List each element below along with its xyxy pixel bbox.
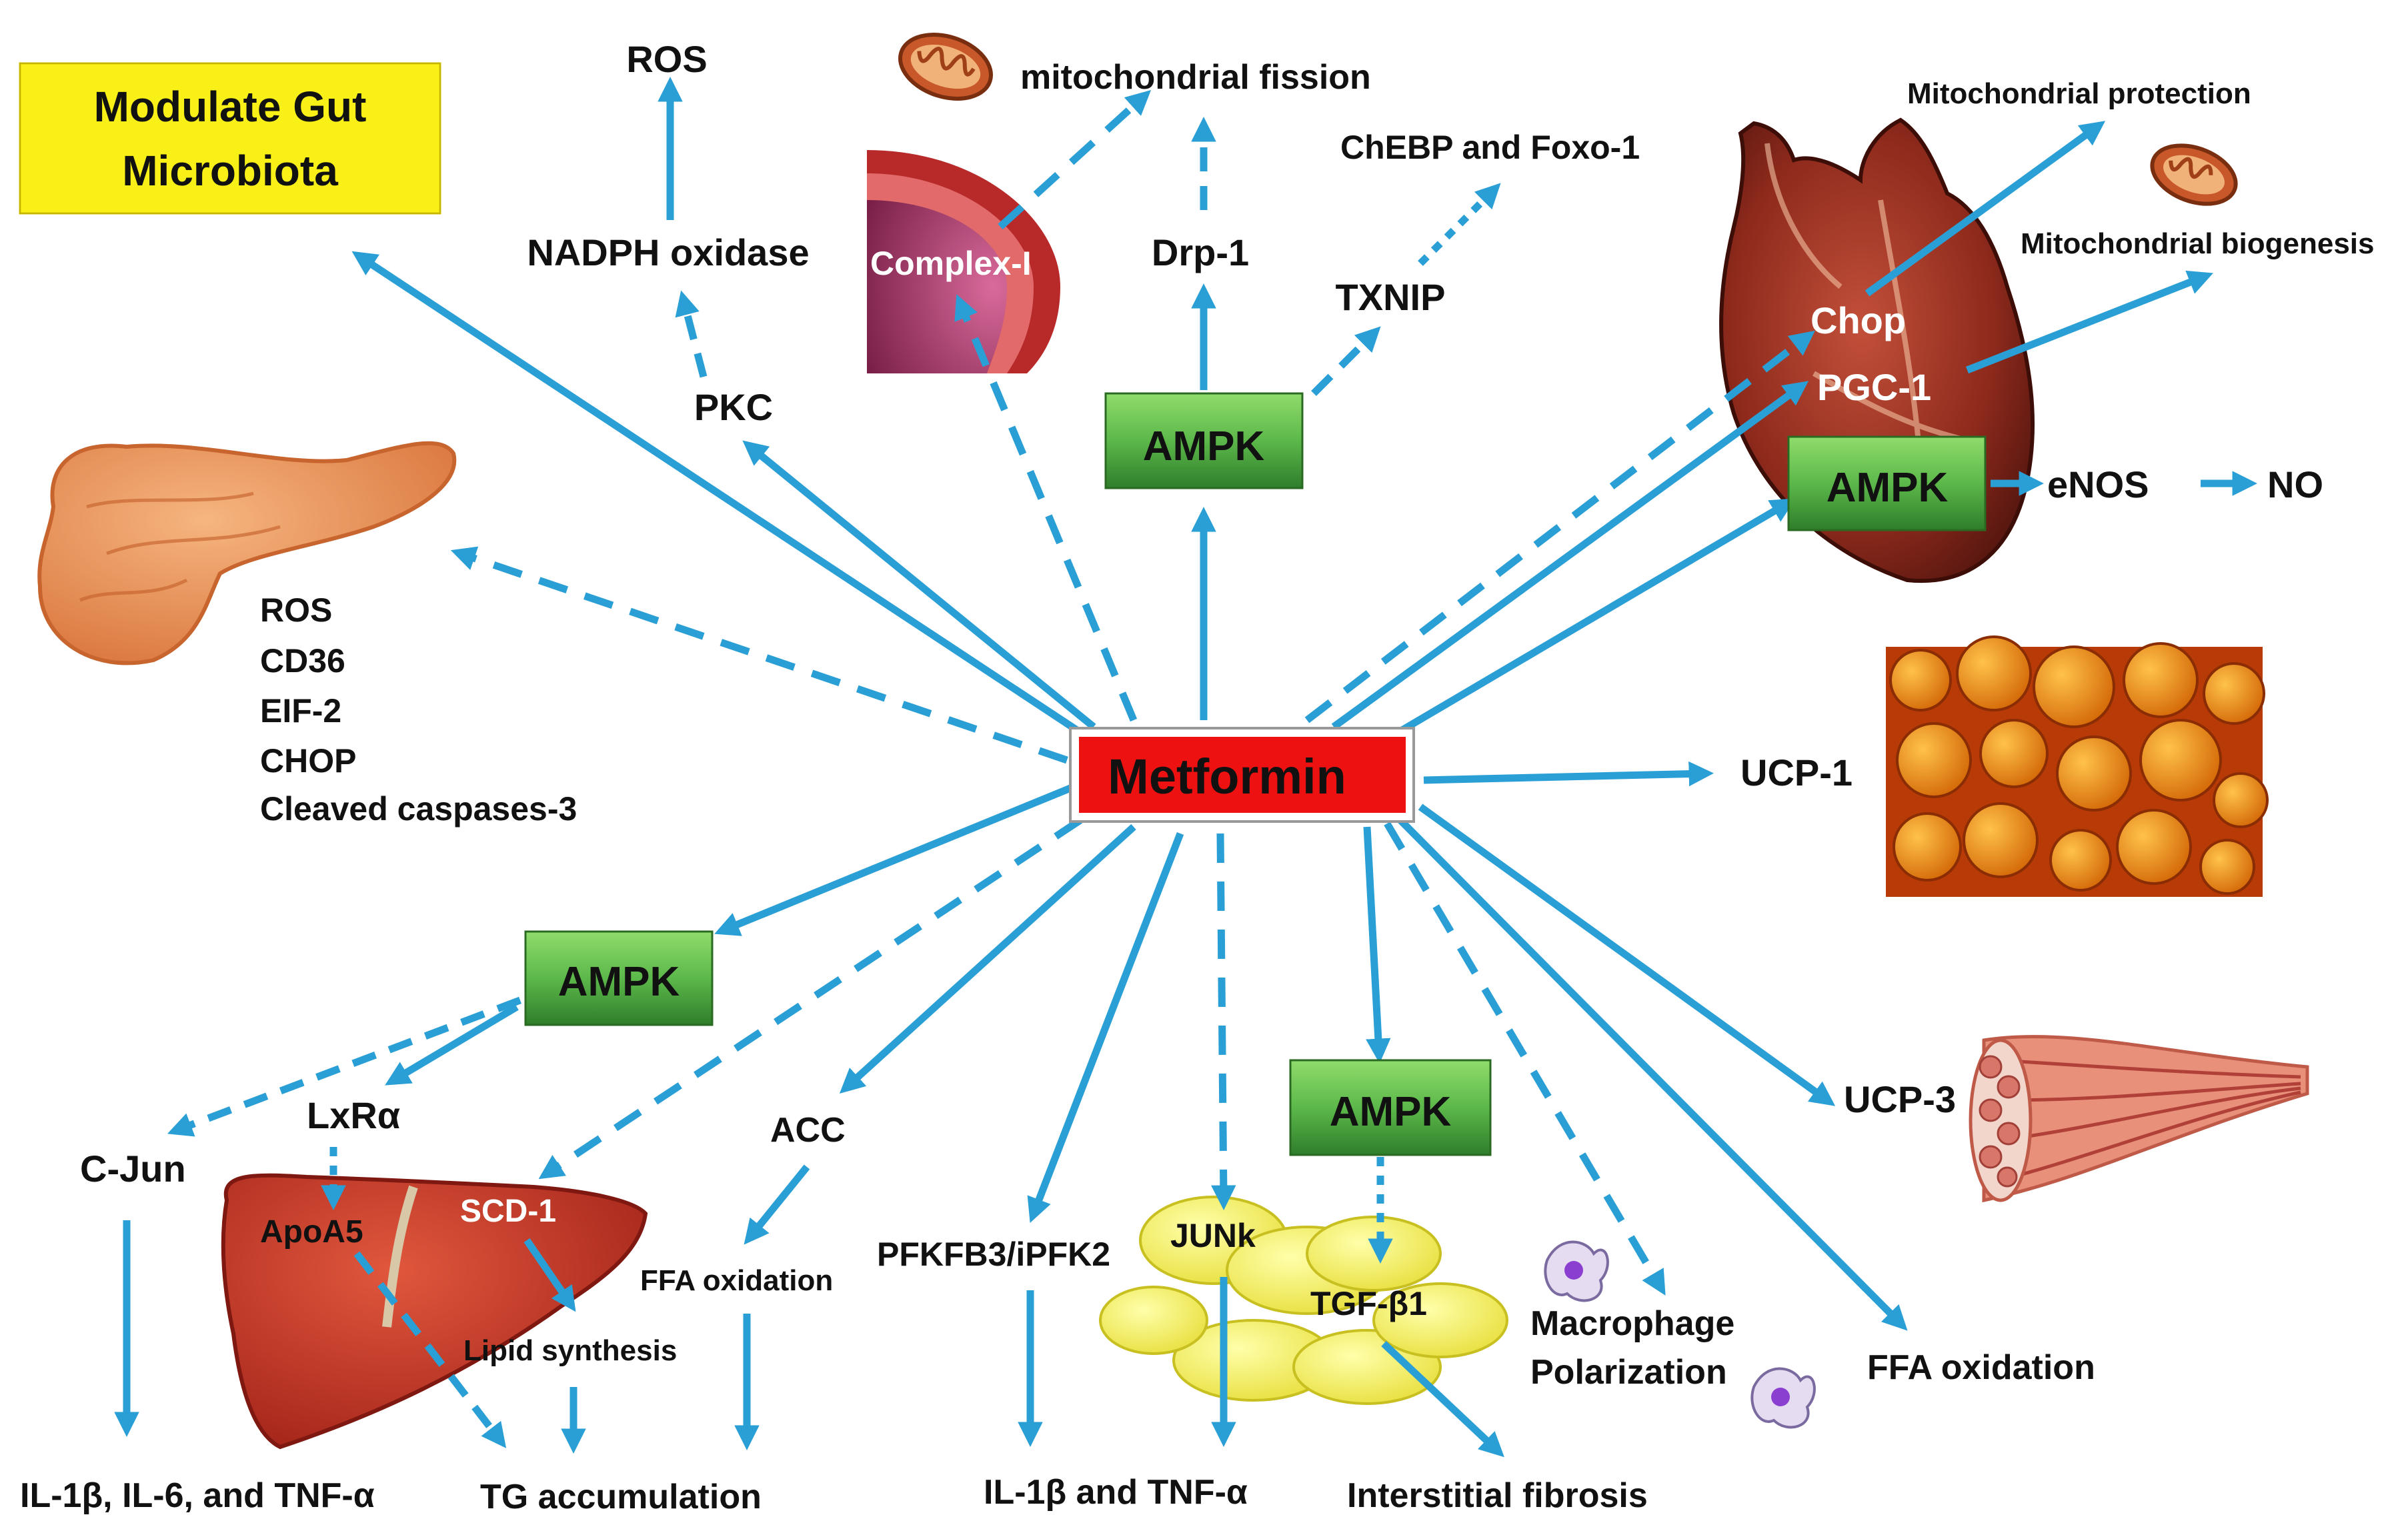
pancreas-item: EIF-2 bbox=[260, 692, 341, 729]
macrophage-icon bbox=[1750, 1367, 1816, 1429]
ucp3-label: UCP-3 bbox=[1844, 1078, 1956, 1120]
junk-label: JUNk bbox=[1170, 1217, 1256, 1254]
pgc-label: PGC-1 bbox=[1817, 366, 1931, 408]
fission-label: mitochondrial fission bbox=[1020, 58, 1371, 97]
pkc-label: PKC bbox=[694, 386, 773, 428]
arrow-pkc-nadph bbox=[675, 290, 708, 378]
arrow-to-pkc bbox=[742, 440, 1096, 730]
gut-title-line2: Microbiota bbox=[122, 147, 338, 195]
arrow-chop-protection bbox=[1865, 121, 2106, 297]
chebp-label: ChEBP and Foxo-1 bbox=[1340, 129, 1640, 166]
ampk-box-heart: AMPK bbox=[1787, 435, 1987, 531]
arrow-to-pgc bbox=[1331, 381, 1809, 730]
il-tnf-label: IL-1β and TNF-α bbox=[984, 1473, 1248, 1512]
scd1-label: SCD-1 bbox=[460, 1194, 556, 1229]
pfkfb-label: PFKFB3/iPFK2 bbox=[877, 1236, 1110, 1273]
arrow-complex-fission bbox=[998, 89, 1152, 230]
chop-label: Chop bbox=[1811, 299, 1906, 341]
arrow-pgc-biogenesis bbox=[1965, 270, 2213, 374]
txnip-label: TXNIP bbox=[1336, 276, 1446, 318]
svg-text:AMPK: AMPK bbox=[1827, 465, 1949, 511]
metformin-box: Metformin bbox=[1069, 727, 1415, 823]
tg-label: TG accumulation bbox=[480, 1478, 762, 1516]
muscle-fiber-illustration bbox=[1969, 1035, 2309, 1203]
ampk-box-bottom: AMPK bbox=[1289, 1059, 1492, 1156]
ros-top-label: ROS bbox=[626, 38, 707, 80]
arrow-acc-ffa bbox=[744, 1164, 810, 1245]
svg-text:AMPK: AMPK bbox=[558, 959, 680, 1005]
ffa-left-label: FFA oxidation bbox=[640, 1264, 833, 1297]
adipocyte-cluster bbox=[1099, 1196, 1508, 1405]
gut-title-line1: Modulate Gut bbox=[94, 83, 367, 131]
enos-label: eNOS bbox=[2047, 463, 2149, 505]
acc-label: ACC bbox=[770, 1111, 846, 1150]
ampk-box-top: AMPK bbox=[1104, 392, 1304, 489]
vessel-illustration bbox=[867, 150, 1060, 373]
labels: ROS NADPH oxidase PKC mitochondrial fiss… bbox=[20, 38, 2375, 1516]
apoa5-label: ApoA5 bbox=[260, 1214, 363, 1250]
macrophage-icon bbox=[1544, 1240, 1609, 1302]
lipid-label: Lipid synthesis bbox=[463, 1334, 677, 1367]
arrow-to-acc bbox=[839, 824, 1136, 1094]
mitochondrion-icon bbox=[898, 33, 994, 101]
complex-label: Complex-I bbox=[870, 245, 1032, 282]
arrow-apoa5-tg bbox=[353, 1251, 507, 1448]
tgf-label: TGF-β1 bbox=[1310, 1285, 1427, 1322]
arrow-txnip-chebp bbox=[1418, 183, 1501, 266]
svg-text:AMPK: AMPK bbox=[1143, 423, 1265, 469]
fibrosis-label: Interstitial fibrosis bbox=[1347, 1476, 1648, 1515]
arrow-to-macrophage bbox=[1384, 822, 1666, 1296]
metformin-label: Metformin bbox=[1108, 749, 1346, 804]
cjun-label: C-Jun bbox=[80, 1148, 186, 1190]
gut-microbiota-box: Modulate Gut Microbiota bbox=[19, 62, 441, 215]
arrow-to-gut bbox=[351, 251, 1080, 733]
no-label: NO bbox=[2267, 463, 2323, 505]
nadph-label: NADPH oxidase bbox=[527, 231, 809, 273]
pancreas-item: Cleaved caspases-3 bbox=[260, 790, 577, 828]
drp-label: Drp-1 bbox=[1152, 231, 1249, 273]
arrows bbox=[114, 77, 2257, 1458]
arrow-scd-lipid bbox=[523, 1238, 576, 1312]
arrow-to-ffa-right bbox=[1398, 818, 1908, 1331]
svg-text:AMPK: AMPK bbox=[1330, 1089, 1452, 1135]
arrow-ampk-cjun bbox=[167, 996, 521, 1137]
biogenesis-label: Mitochondrial biogenesis bbox=[2021, 227, 2375, 260]
protection-label: Mitochondrial protection bbox=[1907, 77, 2251, 110]
ucp1-label: UCP-1 bbox=[1740, 751, 1853, 794]
mitochondrion-icon bbox=[2150, 143, 2238, 206]
arrow-to-ampk-liver bbox=[714, 783, 1076, 936]
arrow-to-chop bbox=[1304, 330, 1815, 723]
arrow-to-pfkfb bbox=[1027, 832, 1184, 1223]
arrow-to-junk bbox=[1211, 833, 1236, 1210]
arrow-to-complex bbox=[954, 294, 1138, 722]
pancreas-item: ROS bbox=[260, 591, 332, 629]
arrow-to-ampk-bottom bbox=[1363, 826, 1391, 1064]
arrow-ampk-lxr bbox=[385, 1004, 519, 1086]
macrophage-label-line1: Macrophage bbox=[1530, 1304, 1734, 1343]
lxr-label: LxRα bbox=[307, 1094, 400, 1136]
ampk-box-liver: AMPK bbox=[524, 930, 714, 1026]
arrow-tgf-fibrosis bbox=[1381, 1340, 1504, 1458]
il-list-label: IL-1β, IL-6, and TNF-α bbox=[20, 1476, 375, 1515]
macrophage-label-line2: Polarization bbox=[1530, 1353, 1727, 1392]
pancreas-item: CD36 bbox=[260, 642, 345, 679]
arrow-ampk-txnip bbox=[1311, 326, 1381, 396]
arrow-to-ucp1 bbox=[1423, 761, 1714, 787]
adipocyte-cluster bbox=[1886, 635, 2269, 897]
arrow-to-pancreas bbox=[450, 546, 1068, 764]
arrow-to-ampk-heart bbox=[1372, 498, 1796, 750]
pancreas-illustration bbox=[37, 441, 457, 665]
arrow-to-scd bbox=[538, 817, 1083, 1180]
ffa-right-label: FFA oxidation bbox=[1867, 1348, 2095, 1387]
arrow-to-ucp3 bbox=[1418, 804, 1836, 1106]
pancreas-item: CHOP bbox=[260, 742, 356, 780]
